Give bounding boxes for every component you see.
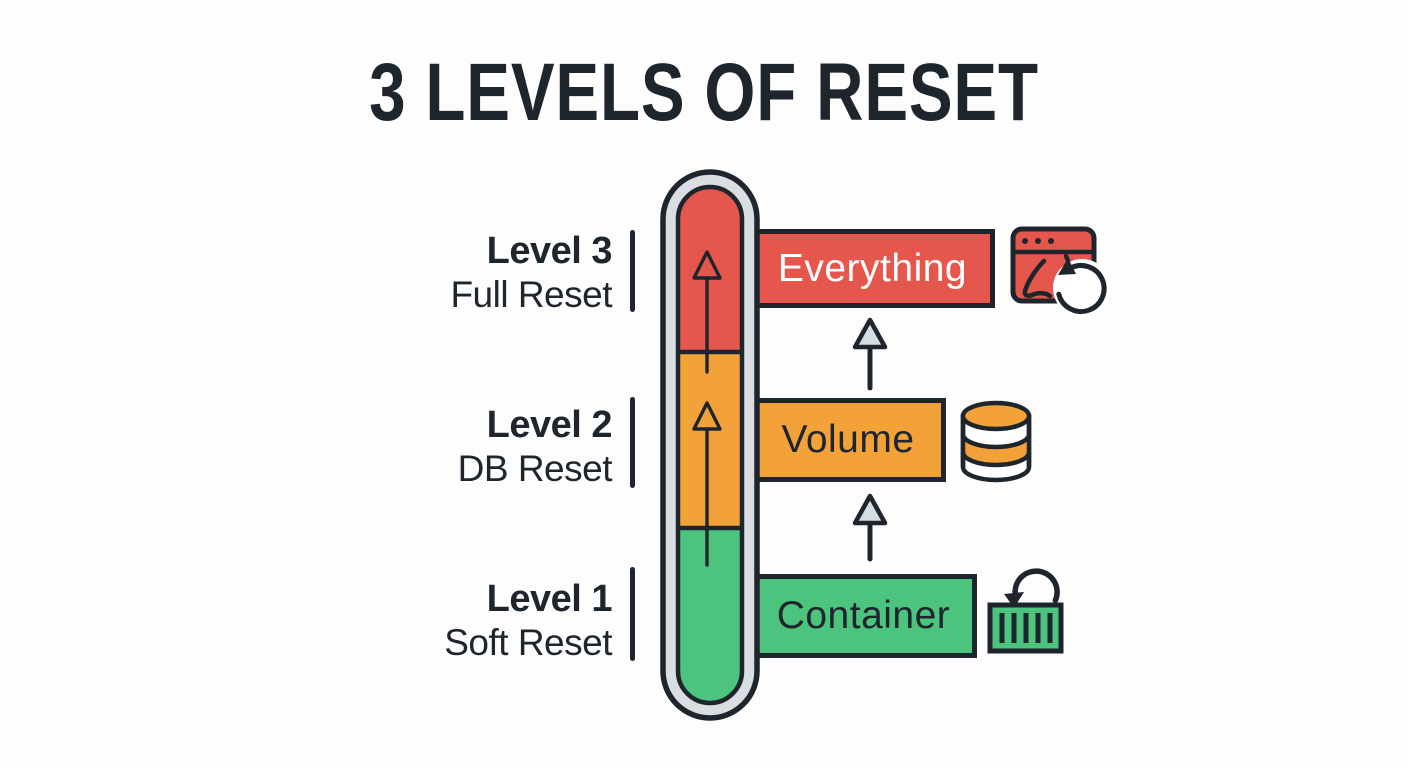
bar-everything: Everything [750, 229, 995, 308]
thermometer-capsule [660, 169, 760, 721]
page-title: 3 LEVELS OF RESET [369, 47, 1039, 138]
level-3-sublabel: Full Reset [450, 274, 612, 315]
level-1-name: Level 1 [486, 578, 613, 620]
up-arrow-volume-to-everything [852, 317, 888, 391]
level-2-tick [630, 397, 635, 488]
level-2-label: Level 2 DB Reset [352, 404, 613, 490]
database-icon [960, 400, 1032, 483]
level-1-label: Level 1 Soft Reset [352, 578, 612, 664]
level-1-tick [630, 567, 635, 661]
bar-volume: Volume [750, 398, 946, 482]
bar-volume-label: Volume [781, 418, 915, 461]
bar-container-label: Container [776, 594, 951, 637]
level-3-name: Level 3 [486, 230, 613, 272]
level-2-name: Level 2 [486, 404, 613, 446]
thermometer-arrow-lower [692, 401, 722, 567]
thermometer-arrow-upper [692, 250, 722, 374]
browser-reset-icon [1010, 226, 1111, 317]
container-restart-icon [987, 568, 1064, 654]
level-1-sublabel: Soft Reset [444, 622, 612, 663]
level-3-tick [630, 230, 635, 312]
bar-container: Container [750, 574, 977, 658]
bar-everything-label: Everything [777, 246, 968, 290]
up-arrow-container-to-volume [852, 493, 888, 562]
level-2-sublabel: DB Reset [457, 448, 613, 489]
level-3-label: Level 3 Full Reset [352, 230, 612, 316]
